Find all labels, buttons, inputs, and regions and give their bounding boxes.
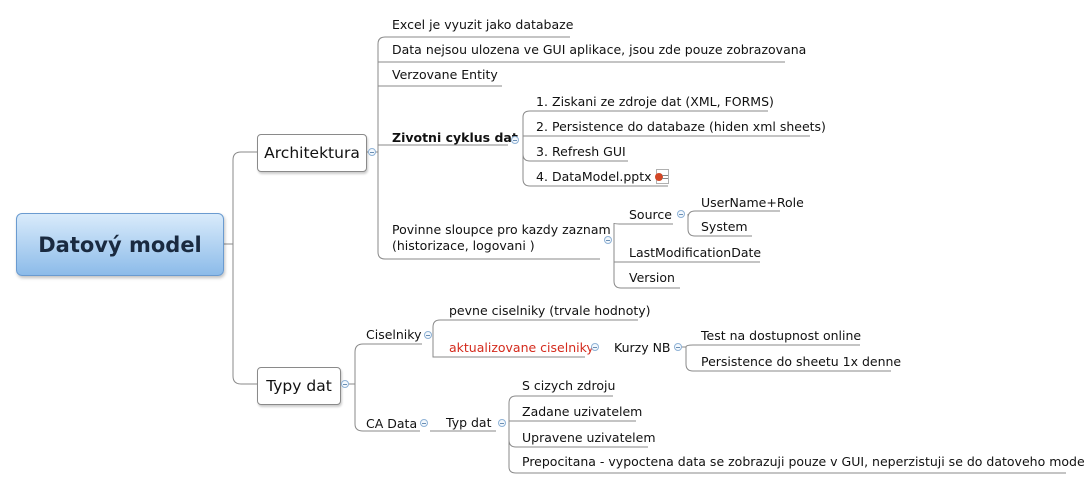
- topic-data-nejsou-ulozena[interactable]: Data nejsou ulozena ve GUI aplikace, jso…: [392, 42, 807, 57]
- topic-typy-dat[interactable]: Typy dat: [257, 367, 341, 405]
- powerpoint-file-icon[interactable]: [654, 169, 669, 184]
- topic-pevne-ciselniky[interactable]: pevne ciselniky (trvale hodnoty): [449, 303, 651, 318]
- collapse-typ-dat-icon[interactable]: [498, 419, 506, 427]
- collapse-typy-dat-icon[interactable]: [341, 380, 349, 388]
- topic-verzovane-entity[interactable]: Verzovane Entity: [392, 67, 498, 82]
- topic-povinne-sloupce[interactable]: Povinne sloupce pro kazdy zaznam (histor…: [392, 222, 611, 253]
- step-3[interactable]: 3.Refresh GUI: [536, 144, 626, 159]
- collapse-zivotni-cyklus-icon[interactable]: [511, 136, 519, 144]
- collapse-kurzy-icon[interactable]: [674, 343, 682, 351]
- topic-system[interactable]: System: [701, 219, 748, 234]
- topic-ca-data[interactable]: CA Data: [366, 416, 418, 431]
- collapse-source-icon[interactable]: [677, 210, 685, 218]
- collapse-ciselniky-icon[interactable]: [424, 331, 432, 339]
- topic-username-role[interactable]: UserName+Role: [701, 195, 804, 210]
- topic-typ-dat[interactable]: Typ dat: [446, 415, 492, 430]
- collapse-aktualizovane-icon[interactable]: [591, 343, 599, 351]
- collapse-povinne-icon[interactable]: [604, 236, 612, 244]
- collapse-ca-data-icon[interactable]: [420, 419, 428, 427]
- topic-source[interactable]: Source: [629, 207, 672, 222]
- collapse-architektura-icon[interactable]: [368, 148, 376, 156]
- topic-kurzy-nb[interactable]: Kurzy NB: [614, 340, 671, 355]
- step-1[interactable]: 1.Ziskani ze zdroje dat (XML, FORMS): [536, 94, 774, 109]
- root-topic[interactable]: Datový model: [16, 213, 224, 276]
- topic-zivotni-cyklus[interactable]: Zivotni cyklus dat: [392, 130, 518, 145]
- topic-prepocitana[interactable]: Prepocitana - vypoctena data se zobrazuj…: [522, 454, 1084, 469]
- topic-upravene-uzivatelem[interactable]: Upravene uzivatelem: [522, 430, 656, 445]
- topic-version[interactable]: Version: [629, 270, 675, 285]
- topic-s-cizych-zdroju[interactable]: S cizych zdroju: [522, 378, 616, 393]
- topic-zadane-uzivatelem[interactable]: Zadane uzivatelem: [522, 404, 643, 419]
- topic-persistence-sheetu[interactable]: Persistence do sheetu 1x denne: [701, 354, 902, 369]
- step-4[interactable]: 4.DataModel.pptx: [536, 169, 669, 185]
- topic-test-dostupnost[interactable]: Test na dostupnost online: [701, 328, 862, 343]
- topic-excel-databaze[interactable]: Excel je vyuzit jako databaze: [392, 17, 574, 32]
- topic-aktualizovane-ciselniky[interactable]: aktualizovane ciselniky: [449, 340, 594, 355]
- topic-architektura[interactable]: Architektura: [257, 134, 367, 172]
- topic-last-modification-date[interactable]: LastModificationDate: [629, 245, 762, 260]
- topic-ciselniky[interactable]: Ciselniky: [366, 327, 422, 342]
- step-2[interactable]: 2.Persistence do databaze (hiden xml she…: [536, 119, 826, 134]
